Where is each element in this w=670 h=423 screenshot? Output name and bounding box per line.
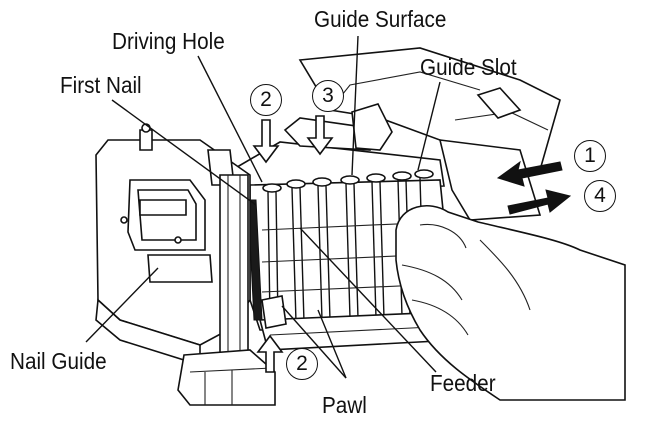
step-4-badge: 4	[584, 180, 616, 212]
leader-guide-surface	[351, 35, 359, 176]
leader-feeder	[299, 227, 437, 373]
leader-pawl-b	[317, 309, 347, 379]
label-first-nail: First Nail	[60, 72, 142, 98]
label-feeder: Feeder	[430, 370, 496, 396]
label-guide-surface: Guide Surface	[314, 6, 447, 32]
leader-driving-hole	[197, 55, 263, 183]
label-driving-hole: Driving Hole	[112, 28, 225, 54]
arrow-2-bottom-icon	[256, 334, 284, 373]
step-2-bottom-badge: 2	[286, 348, 318, 380]
label-nail-guide: Nail Guide	[10, 348, 107, 374]
leader-first-nail	[111, 99, 257, 206]
pawl	[261, 295, 287, 329]
step-3-badge: 3	[312, 80, 344, 112]
arrow-2-top-icon	[252, 119, 280, 164]
leader-pawl-a	[281, 305, 347, 379]
arrow-1-icon	[496, 160, 563, 187]
nail-strip	[261, 169, 445, 323]
step-1-badge: 1	[574, 140, 606, 172]
arrow-4-icon	[507, 189, 572, 215]
arrow-3-icon	[306, 115, 334, 156]
hand	[395, 204, 626, 401]
nose-base	[177, 349, 276, 406]
step-2-top-badge: 2	[250, 84, 282, 116]
leader-guide-slot	[417, 81, 441, 171]
label-pawl: Pawl	[322, 392, 367, 418]
label-guide-slot: Guide Slot	[420, 54, 517, 80]
leader-nail-guide	[85, 267, 159, 343]
